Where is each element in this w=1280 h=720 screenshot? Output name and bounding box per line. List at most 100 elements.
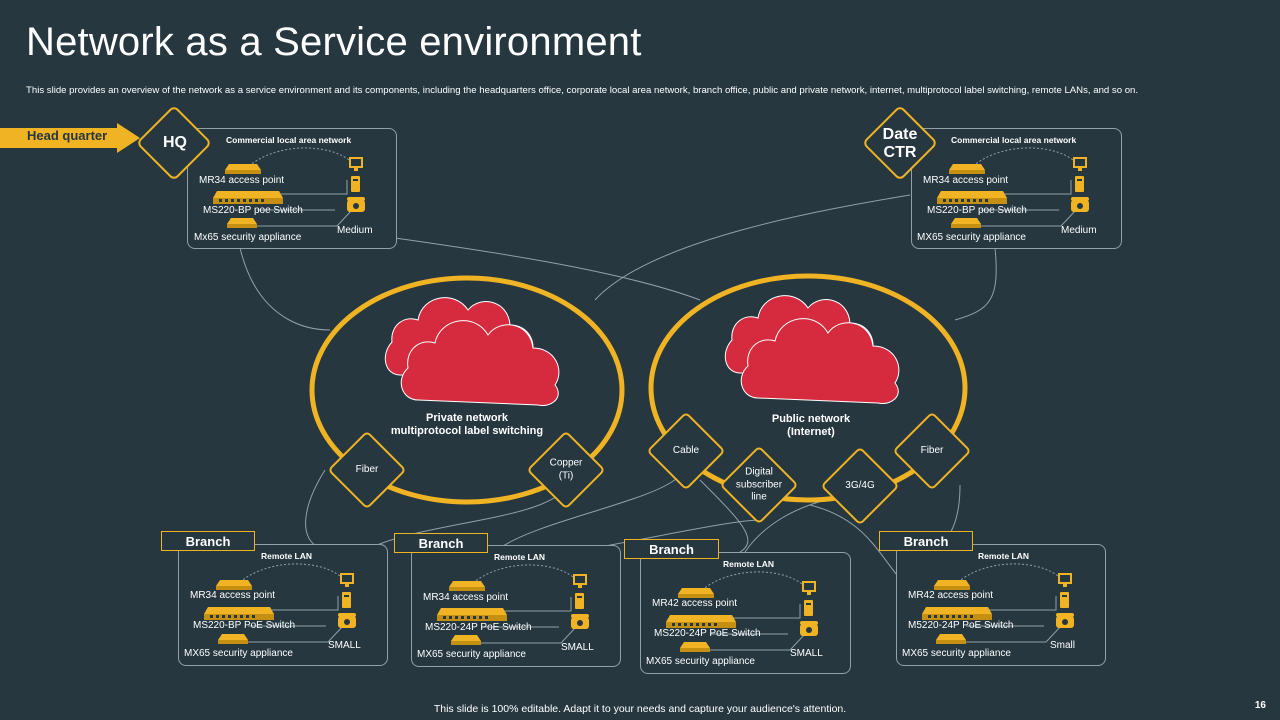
b2-switch-label: MS220-24P PoE Switch [425, 622, 532, 633]
branch-4-tag: Branch [879, 531, 973, 551]
b4-access-point-label: MR42 access point [908, 590, 994, 601]
branch-box-2: Remote LAN [411, 545, 621, 667]
appliance-icon [680, 642, 710, 652]
appliance-icon [451, 635, 481, 645]
switch-icon [937, 191, 1007, 204]
hq-appliance-label: Mx65 security appliance [194, 232, 302, 243]
phone-icon [1056, 613, 1074, 628]
computer-icon [351, 176, 360, 192]
branch-box-4: Remote LAN [896, 544, 1106, 666]
branch-box-3: Remote LAN [640, 552, 851, 674]
hq-badge: HQ [163, 134, 187, 151]
dc-size-label: Medium [1061, 225, 1097, 236]
monitor-icon [1058, 573, 1072, 587]
b4-appliance-label: MX65 security appliance [902, 648, 1011, 659]
head-quarter-arrow-icon [0, 123, 140, 153]
hq-device-icons [213, 147, 365, 228]
computer-icon [804, 600, 813, 616]
computer-icon [1075, 176, 1084, 192]
b1-switch-label: MS220-BP PoE Switch [193, 620, 296, 631]
b2-appliance-label: MX65 security appliance [417, 649, 526, 660]
hq-switch-label: MS220-BP poe Switch [203, 205, 303, 216]
b4-device-icons [922, 563, 1074, 644]
monitor-icon [349, 157, 363, 171]
router-icon [216, 580, 252, 590]
branch-4-header: Remote LAN [978, 551, 1030, 561]
phone-icon [800, 621, 818, 636]
router-icon [934, 580, 970, 590]
computer-icon [1060, 592, 1069, 608]
phone-icon [1071, 197, 1089, 212]
b3-device-icons [666, 571, 818, 652]
cable-label: Cable [672, 444, 700, 456]
branch-2-header: Remote LAN [494, 552, 546, 562]
appliance-icon [227, 218, 257, 228]
monitor-icon [802, 581, 816, 595]
branch-3-header: Remote LAN [723, 559, 775, 569]
footer-text: This slide is 100% editable. Adapt it to… [433, 703, 847, 715]
b2-access-point-label: MR34 access point [423, 592, 509, 603]
dc-access-point-label: MR34 access point [923, 175, 1009, 186]
b2-device-icons [437, 564, 589, 645]
public-network-label: Public network (Internet) [771, 413, 851, 438]
dc-device-icons [937, 147, 1089, 228]
copper-label: Copper (Ti) [549, 457, 583, 482]
dsl-label: Digital subscriber line [735, 466, 783, 503]
branch-1-tag: Branch [161, 531, 255, 551]
switch-icon [213, 191, 283, 204]
switch-icon [666, 615, 736, 628]
appliance-icon [218, 634, 248, 644]
computer-icon [342, 592, 351, 608]
phone-icon [571, 614, 589, 629]
hq-lan-header: Commercial local area network [226, 135, 352, 145]
branch-3-tag: Branch [624, 539, 719, 559]
dc-badge: Date CTR [882, 126, 918, 161]
b3-switch-label: MS220-24P PoE Switch [654, 628, 761, 639]
phone-icon [347, 197, 365, 212]
switch-icon [437, 608, 507, 621]
hq-access-point-label: MR34 access point [199, 175, 285, 186]
b1-device-icons [204, 563, 356, 644]
private-cloud-icon [384, 297, 560, 407]
dc-lan-box: Commercial local area network [911, 128, 1122, 249]
monitor-icon [1073, 157, 1087, 171]
head-quarter-label: Head quarter [27, 128, 108, 143]
page-number: 16 [1254, 700, 1266, 711]
monitor-icon [340, 573, 354, 587]
branch-1-header: Remote LAN [261, 551, 313, 561]
b3-appliance-label: MX65 security appliance [646, 656, 755, 667]
fiber-left-label: Fiber [355, 463, 379, 475]
b1-size-label: SMALL [328, 640, 361, 651]
dc-appliance-label: MX65 security appliance [917, 232, 1026, 243]
appliance-icon [951, 218, 981, 228]
phone-icon [338, 613, 356, 628]
router-icon [678, 588, 714, 598]
hq-lan-box: Commercial local area network [187, 128, 397, 249]
monitor-icon [573, 574, 587, 588]
b4-switch-label: M5220-24P PoE Switch [908, 620, 1014, 631]
b2-size-label: SMALL [561, 642, 594, 653]
b1-access-point-label: MR34 access point [190, 590, 276, 601]
branch-box-1: Remote LAN [178, 544, 388, 666]
b3-access-point-label: MR42 access point [652, 598, 738, 609]
router-icon [449, 581, 485, 591]
private-network-label: Private network multiprotocol label swit… [390, 412, 544, 437]
branch-2-tag: Branch [394, 533, 488, 553]
switch-icon [204, 607, 274, 620]
dc-switch-label: MS220-BP poe Switch [927, 205, 1027, 216]
appliance-icon [936, 634, 966, 644]
switch-icon [922, 607, 992, 620]
3g4g-label: 3G/4G [845, 479, 875, 491]
page-title: Network as a Service environment [26, 20, 642, 64]
b3-size-label: SMALL [790, 648, 823, 659]
b1-appliance-label: MX65 security appliance [184, 648, 293, 659]
fiber-right-label: Fiber [920, 444, 944, 456]
b4-size-label: Small [1050, 640, 1076, 651]
router-icon [225, 164, 261, 174]
public-cloud-icon [724, 295, 900, 405]
hq-size-label: Medium [337, 225, 373, 236]
page-subtitle: This slide provides an overview of the n… [26, 85, 1139, 96]
computer-icon [575, 593, 584, 609]
router-icon [949, 164, 985, 174]
